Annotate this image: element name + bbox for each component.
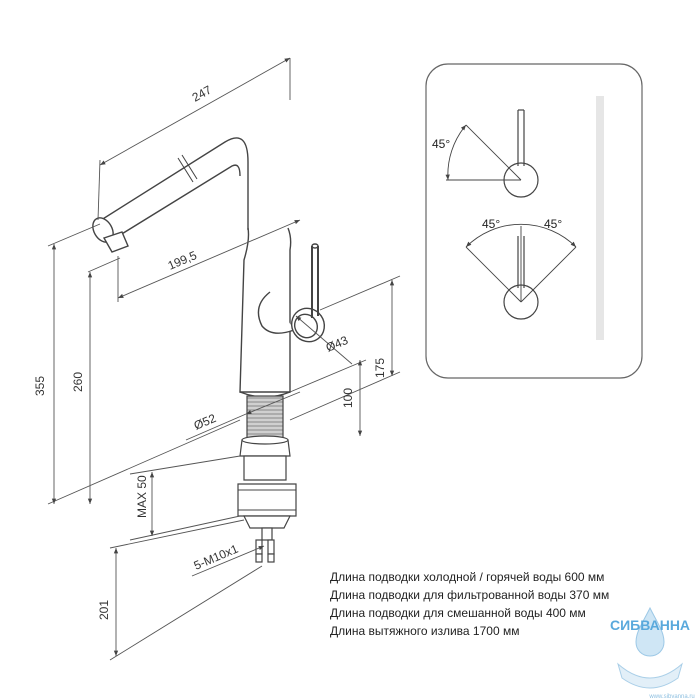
dim-thread-5-m10x1: 5-M10x1	[192, 542, 241, 573]
dim-260: 260	[71, 372, 85, 392]
angle-label-bottom-left: 45°	[482, 217, 500, 231]
logo-text: СИБВАННА	[610, 617, 690, 633]
note-cold-hot-hose: Длина подводки холодной / горячей воды 6…	[330, 570, 605, 584]
dimension-lines	[47, 57, 401, 661]
logo-site: www.sibvanna.ru	[648, 694, 694, 700]
note-filtered-hose: Длина подводки для фильтрованной воды 37…	[330, 588, 610, 602]
inset-frame	[425, 63, 643, 379]
water-drop-icon	[635, 606, 665, 657]
dim-100: 100	[341, 388, 355, 408]
dim-247: 247	[190, 83, 215, 105]
dim-199-5: 199,5	[166, 248, 199, 273]
dim-diameter-52: Ø52	[192, 411, 219, 433]
bathtub-icon	[617, 662, 683, 689]
note-mixed-hose: Длина подводки для смешанной воды 400 мм	[330, 606, 586, 620]
threaded-shank	[246, 395, 284, 439]
inset-edge-bar	[596, 96, 604, 340]
angle-label-bottom-right: 45°	[544, 217, 562, 231]
handle-angle-inset: 45° 45° 45°	[425, 63, 643, 379]
dim-355: 355	[33, 376, 47, 396]
sibvanna-logo: СИБВАННА www.sibvanna.ru	[610, 606, 695, 700]
dim-max-50: MAX 50	[135, 475, 149, 518]
faucet-body	[92, 137, 326, 398]
dim-201: 201	[97, 600, 111, 620]
mounting-assembly	[237, 435, 297, 563]
dim-175: 175	[373, 358, 387, 378]
angle-label-top: 45°	[432, 137, 450, 151]
installation-notes: Длина подводки холодной / горячей воды 6…	[330, 568, 609, 640]
note-pullout-hose: Длина вытяжного излива 1700 мм	[330, 624, 520, 638]
